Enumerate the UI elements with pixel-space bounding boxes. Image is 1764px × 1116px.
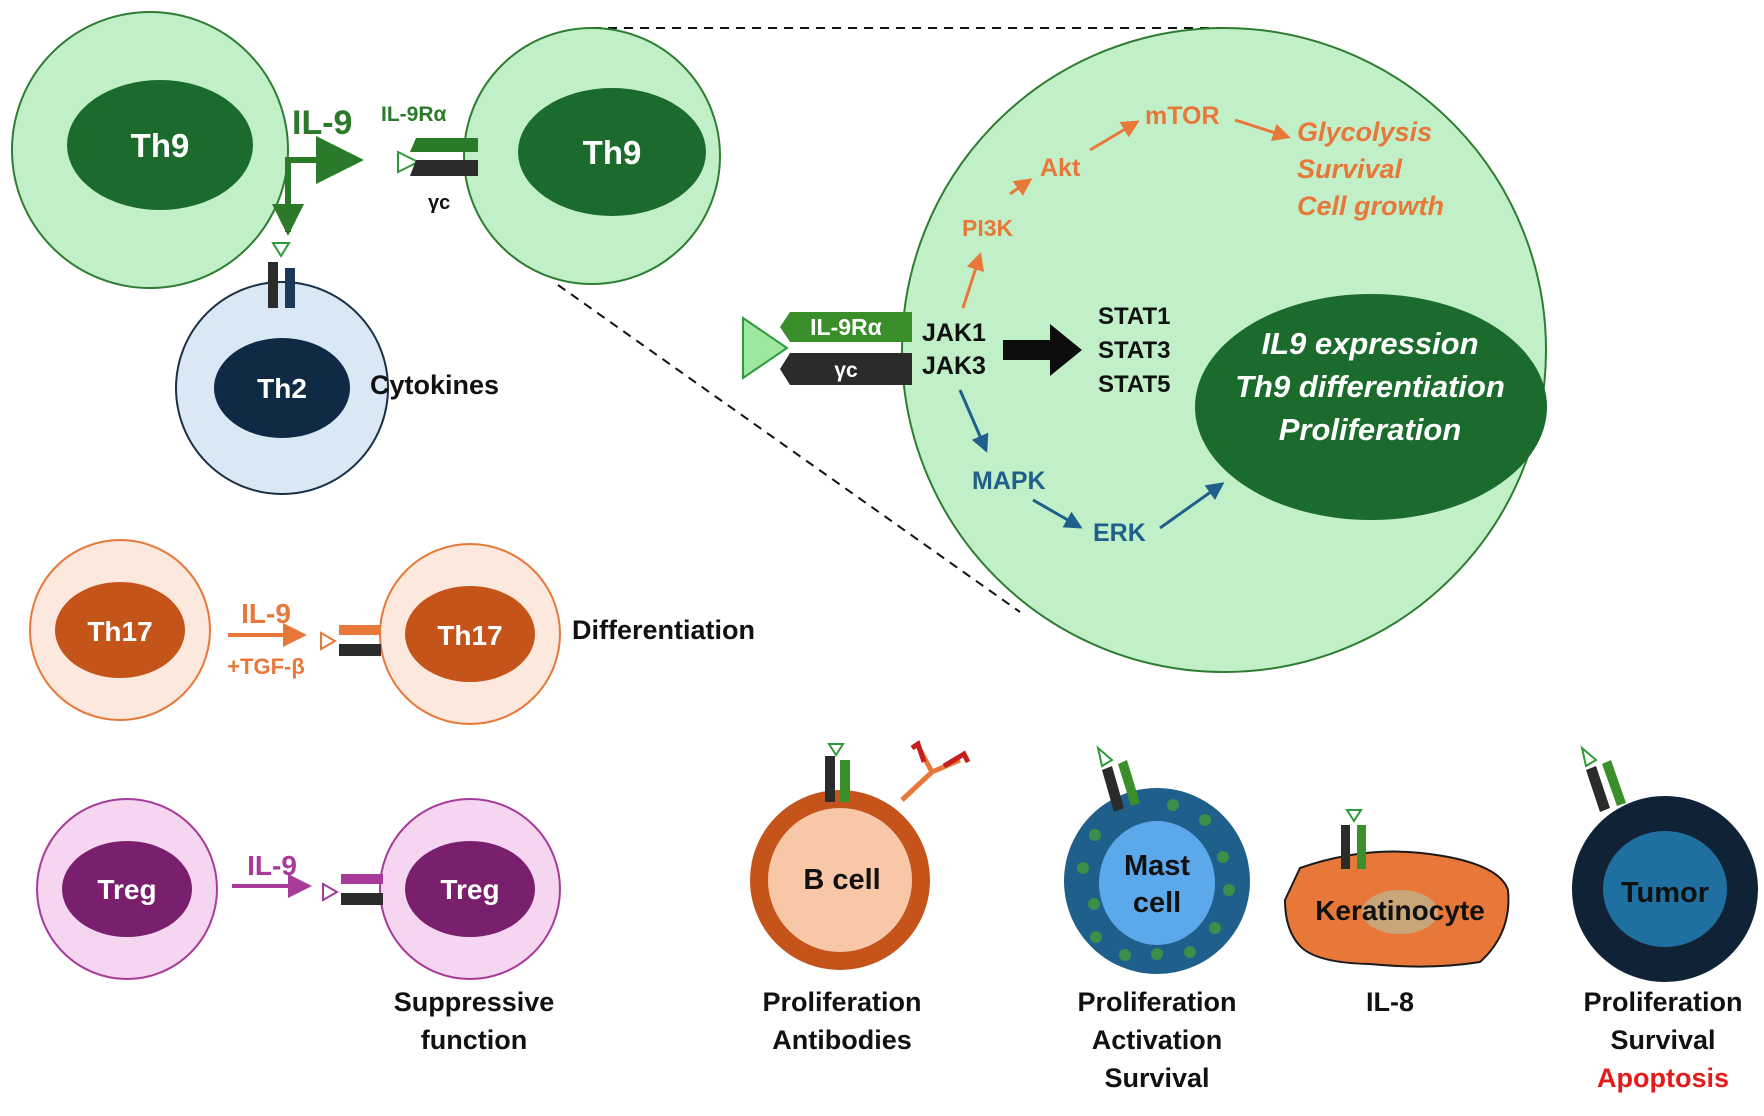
cytokines-label: Cytokines bbox=[370, 370, 499, 400]
treg-right-label: Treg bbox=[440, 874, 499, 905]
stat1-label: STAT1 bbox=[1098, 303, 1170, 330]
b-cell-effect-1: Proliferation bbox=[762, 987, 921, 1017]
nucleus-il9-expression: IL9 expression bbox=[1261, 326, 1478, 361]
erk-label: ERK bbox=[1093, 519, 1146, 547]
pi3k-pathway-arrows bbox=[961, 118, 1291, 309]
mast-cell bbox=[1064, 745, 1250, 974]
treg-cell-right bbox=[379, 798, 561, 980]
mast-effect-3: Survival bbox=[1104, 1063, 1209, 1093]
tumor-effect-1: Proliferation bbox=[1583, 987, 1742, 1017]
tumor-label: Tumor bbox=[1621, 877, 1709, 909]
treg-receptor bbox=[322, 874, 383, 905]
th17-cell-left bbox=[29, 539, 211, 721]
mapk-label: MAPK bbox=[972, 467, 1046, 495]
th9-left-label: Th9 bbox=[131, 127, 190, 164]
th17-cell-right bbox=[379, 543, 561, 725]
jak1-label: JAK1 bbox=[922, 319, 986, 347]
il9-receptor-large bbox=[742, 312, 912, 385]
mast-cell-label-1: Mast bbox=[1124, 850, 1190, 882]
b-cell-effect-2: Antibodies bbox=[772, 1025, 912, 1055]
tumor-cell bbox=[1572, 745, 1758, 982]
keratinocyte-effect-1: IL-8 bbox=[1366, 987, 1414, 1017]
mtor-label: mTOR bbox=[1145, 102, 1220, 130]
tumor-effect-apoptosis: Apoptosis bbox=[1597, 1063, 1729, 1093]
tumor-effect-2: Survival bbox=[1610, 1025, 1715, 1055]
il9-arrows-top bbox=[272, 136, 364, 236]
outcome-cell-growth: Cell growth bbox=[1297, 191, 1444, 221]
il9ra-large-label: IL-9Rα bbox=[810, 314, 882, 340]
tgfb-label: +TGF-β bbox=[227, 654, 305, 679]
suppressive-label-2: function bbox=[421, 1025, 527, 1055]
th2-label: Th2 bbox=[257, 373, 307, 404]
mast-effect-2: Activation bbox=[1092, 1025, 1223, 1055]
differentiation-label: Differentiation bbox=[572, 615, 755, 645]
treg-left-label: Treg bbox=[97, 874, 156, 905]
il9-receptor-small bbox=[397, 138, 478, 176]
gc-small-label: γc bbox=[428, 192, 450, 214]
il9ra-small-label: IL-9Rα bbox=[381, 103, 447, 126]
zoomed-th9-cell bbox=[901, 27, 1547, 673]
keratinocyte-label: Keratinocyte bbox=[1315, 895, 1485, 926]
jak-stat-arrow bbox=[1003, 324, 1082, 376]
mast-cell-label-2: cell bbox=[1133, 887, 1181, 919]
suppressive-label-1: Suppressive bbox=[394, 987, 555, 1017]
gc-large-label: γc bbox=[834, 359, 858, 382]
akt-label: Akt bbox=[1040, 154, 1081, 182]
th17-receptor bbox=[320, 625, 381, 656]
jak3-label: JAK3 bbox=[922, 352, 986, 380]
pi3k-label: PI3K bbox=[962, 215, 1014, 241]
outcome-survival: Survival bbox=[1297, 154, 1403, 184]
il9-main-label: IL-9 bbox=[292, 104, 352, 142]
keratinocyte-cell bbox=[1283, 809, 1510, 968]
zoom-lines bbox=[557, 27, 1224, 613]
th17-right-label: Th17 bbox=[437, 620, 502, 651]
th9-right-label: Th9 bbox=[583, 134, 642, 171]
b-cell bbox=[750, 740, 971, 970]
nucleus-th9-differentiation: Th9 differentiation bbox=[1235, 369, 1505, 404]
mapk-pathway-arrows bbox=[958, 389, 1225, 530]
outcome-glycolysis: Glycolysis bbox=[1297, 117, 1432, 147]
stat3-label: STAT3 bbox=[1098, 337, 1170, 364]
mast-effect-1: Proliferation bbox=[1077, 987, 1236, 1017]
th17-il9-label: IL-9 bbox=[241, 598, 291, 629]
nucleus-proliferation: Proliferation bbox=[1279, 412, 1462, 447]
th9-cell-right bbox=[463, 27, 721, 285]
th9-cell-left bbox=[11, 11, 289, 289]
treg-cell-left bbox=[36, 798, 218, 980]
treg-il9-label: IL-9 bbox=[247, 850, 297, 881]
th2-cell bbox=[175, 242, 389, 495]
b-cell-label: B cell bbox=[803, 864, 880, 896]
stat5-label: STAT5 bbox=[1098, 371, 1170, 398]
th17-left-label: Th17 bbox=[87, 616, 152, 647]
